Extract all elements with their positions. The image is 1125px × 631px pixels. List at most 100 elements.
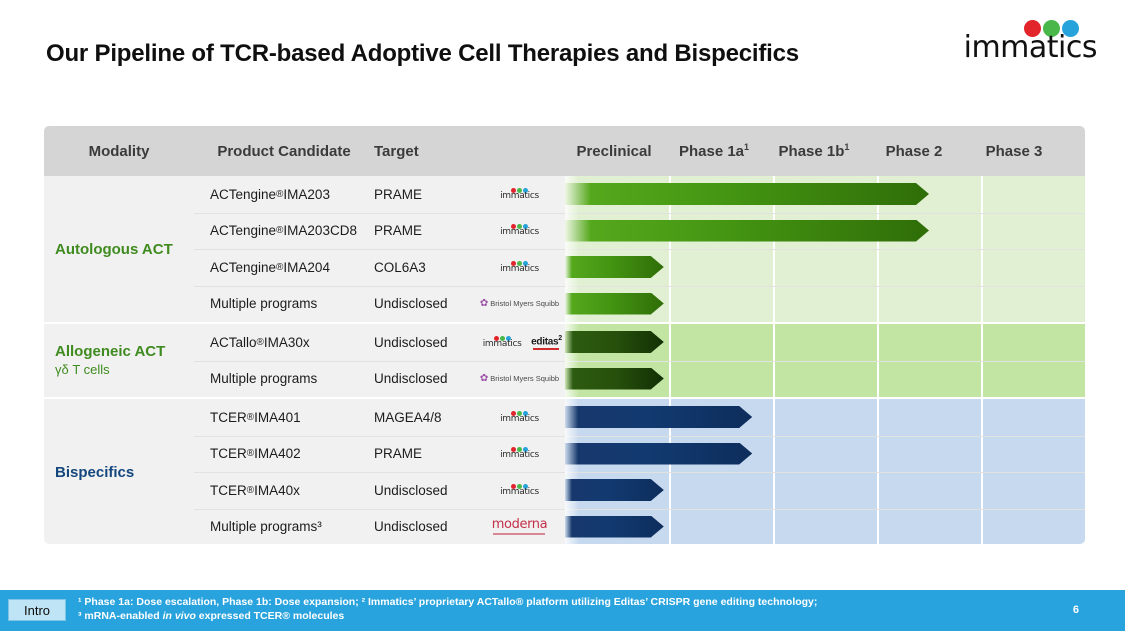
progress-arrow[interactable] (565, 443, 752, 465)
immatics-dots-icon (495, 447, 545, 453)
footer-bar: Intro ¹ Phase 1a: Dose escalation, Phase… (0, 590, 1125, 631)
gridline-phase-2 (877, 285, 879, 322)
gridline-phase-3 (981, 472, 983, 509)
gridline-phase-2 (877, 399, 879, 436)
header-target: Target (374, 142, 419, 160)
immatics-wordmark: immatics (500, 227, 539, 238)
cell-target: MAGEA4/8 (374, 399, 474, 436)
gridline-phase-1b (773, 324, 775, 361)
cell-partner: moderna (474, 508, 565, 544)
progress-arrow[interactable] (565, 479, 664, 501)
cell-phase-chart (565, 399, 1085, 436)
progress-arrow[interactable] (565, 256, 664, 278)
cell-product-candidate: TCER® IMA402 (194, 435, 374, 472)
partner-logo-editas: editas2 (531, 335, 562, 350)
partner-logo-immatics: immatics (495, 483, 545, 497)
cell-partner: immatics (474, 249, 565, 286)
gridline-phase-1a (669, 472, 671, 509)
progress-arrow[interactable] (565, 516, 664, 538)
cell-phase-chart (565, 508, 1085, 544)
page-title: Our Pipeline of TCR-based Adoptive Cell … (46, 40, 799, 67)
logo-dots (947, 20, 1079, 37)
section-subtitle: γδ T cells (55, 362, 110, 377)
cell-phase-chart (565, 472, 1085, 509)
cell-target: PRAME (374, 435, 474, 472)
immatics-dots-icon (495, 410, 545, 416)
footnote-line-1: ¹ Phase 1a: Dose escalation, Phase 1b: D… (78, 596, 818, 608)
cell-product-candidate: Multiple programs (194, 360, 374, 397)
progress-arrow[interactable] (565, 183, 929, 205)
gridline-phase-2 (877, 360, 879, 397)
partner-logo-immatics: immatics (495, 447, 545, 460)
immatics-dots-icon (495, 187, 545, 193)
gridline-phase-2 (877, 508, 879, 544)
gridline-phase-3 (981, 508, 983, 544)
partner-logo-immatics: immatics (495, 224, 545, 237)
cell-phase-chart (565, 249, 1085, 286)
intro-button[interactable]: Intro (8, 599, 66, 621)
cell-target: Undisclosed (374, 324, 474, 361)
gridline-phase-3 (981, 285, 983, 322)
bms-flame-icon: ✿ (479, 297, 489, 309)
section-label: Bispecifics (44, 399, 194, 544)
cell-target: Undisclosed (374, 285, 474, 322)
page-number: 6 (1072, 604, 1079, 616)
partner-logo-immatics: immatics (477, 335, 527, 349)
section-title: Allogeneic ACT (55, 343, 166, 360)
gridline-phase-2 (877, 324, 879, 361)
progress-arrow[interactable] (565, 293, 664, 315)
gridline-phase-3 (981, 212, 983, 249)
header-phase-2: Phase 2 (885, 142, 943, 160)
gridline-phase-1a (669, 285, 671, 322)
cell-product-candidate: TCER® IMA401 (194, 399, 374, 436)
gridline-phase-1b (773, 249, 775, 286)
section-label: Autologous ACT (44, 176, 194, 322)
cell-product-candidate: ACTengine® IMA204 (194, 249, 374, 286)
immatics-wordmark: immatics (500, 413, 539, 424)
progress-arrow[interactable] (565, 331, 664, 353)
cell-phase-chart (565, 360, 1085, 397)
gridline-phase-3 (981, 360, 983, 397)
progress-arrow[interactable] (565, 406, 752, 428)
progress-arrow[interactable] (565, 368, 664, 390)
immatics-wordmark: immatics (482, 338, 522, 349)
logo-dot-green-icon (1043, 20, 1060, 37)
cell-phase-chart (565, 212, 1085, 249)
header-phase-1a: Phase 1a1 (678, 142, 750, 160)
progress-arrow[interactable] (565, 220, 929, 242)
gridline-phase-3 (981, 249, 983, 286)
header-preclinical: Preclinical (576, 142, 652, 160)
immatics-logo: immatics (947, 20, 1098, 72)
logo-dot-red-icon (1024, 20, 1041, 37)
footnote-line-2: ³ mRNA-enabled in vivo expressed TCER® m… (78, 610, 345, 622)
pipeline-table: Modality Product Candidate Target Precli… (44, 126, 1085, 544)
immatics-dots-icon (477, 335, 527, 341)
logo-wordmark: immatics (963, 30, 1098, 65)
partner-logo-immatics: immatics (495, 187, 545, 201)
partner-logo-moderna: moderna (492, 518, 548, 535)
gridline-phase-1b (773, 285, 775, 322)
cell-product-candidate: Multiple programs³ (194, 508, 374, 544)
gridline-phase-1a (669, 360, 671, 397)
cell-partner: immatics (474, 176, 565, 213)
cell-phase-chart (565, 285, 1085, 322)
header-phase-1b: Phase 1b1 (778, 142, 850, 160)
cell-phase-chart (565, 324, 1085, 361)
gridline-phase-3 (981, 176, 983, 213)
cell-target: PRAME (374, 212, 474, 249)
